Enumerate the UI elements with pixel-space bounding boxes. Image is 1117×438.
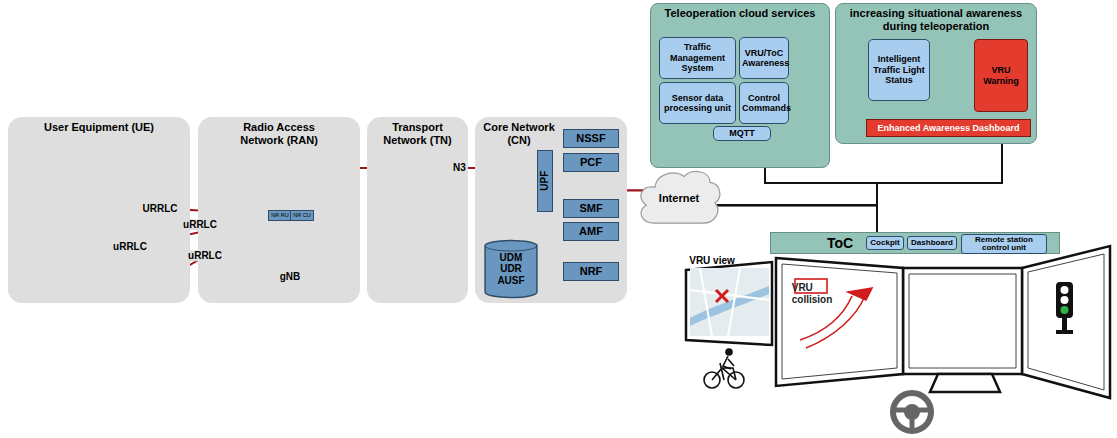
node-label: UPF [539, 171, 551, 191]
node-label: Intelligent Traffic Light Status [871, 54, 927, 85]
monitor-screen [1022, 246, 1110, 398]
collision-graphic [848, 288, 872, 300]
station-box: Cockpit [866, 236, 904, 250]
map-view [690, 268, 769, 336]
node-label: Transport Network (TN) [378, 121, 458, 146]
node-label: Internet [659, 192, 699, 205]
traffic-light-icon [1061, 306, 1069, 314]
monitor-screen [686, 262, 772, 345]
network-function: NSSF [563, 129, 619, 148]
node-label: Core Network (CN) [481, 121, 557, 146]
node-label: User Equipment (UE) [44, 121, 154, 134]
monitor-screen [686, 246, 1110, 398]
node-label: UDM UDR AUSF [497, 252, 524, 287]
steering-wheel [893, 393, 931, 431]
station-box: Remote station control unit [961, 234, 1047, 254]
screen-inset [782, 254, 1104, 390]
traffic-light-icon [1056, 282, 1073, 334]
traffic-light-icon [1061, 286, 1069, 294]
network-function: NR RU [268, 210, 292, 221]
network-link [709, 168, 877, 205]
service-box: VRU/ToC Awareness [739, 37, 789, 79]
collision-graphic [806, 298, 864, 348]
node-label: Teleoperation cloud services [665, 7, 816, 20]
service-panel: Traffic Management System VRU/ToC Awarene… [650, 3, 830, 168]
node-label: PCF [580, 156, 602, 169]
network-function: AMF [563, 222, 619, 241]
node-label: Cockpit [870, 239, 899, 247]
cylinder-body [485, 241, 537, 298]
steering-wheel [893, 393, 931, 431]
cyclist-icon [723, 356, 734, 369]
node-label: NR RU [271, 212, 288, 218]
warning-box: VRU Warning [974, 39, 1028, 112]
service-panel: Intelligent Traffic Light Status VRU Warn… [835, 3, 1037, 144]
node-label: SMF [579, 202, 602, 215]
station-bar: Cockpit Dashboard Remote station control u… [770, 232, 1060, 254]
steering-wheel [907, 407, 917, 417]
cyclist-icon [704, 349, 744, 388]
database-cylinder: UDM UDR AUSF [484, 240, 538, 298]
link-label: uRRLC [181, 219, 219, 231]
collision-label: VRU collision [790, 282, 835, 305]
cylinder-rim [485, 246, 537, 251]
monitor-screen [776, 258, 903, 386]
network-function: PCF [563, 153, 619, 172]
domain-panel: UPF NSSF PCF SMF AMF UDM UDR AUSF NRF Core Netw… [475, 117, 627, 303]
link-label: uRRLC [186, 250, 224, 262]
node-label: MQTT [729, 128, 755, 138]
service-box: Sensor data processing unit [659, 82, 736, 124]
traffic-light-icon [1056, 282, 1073, 318]
broker-box: MQTT [713, 126, 771, 141]
node-label: NRF [580, 265, 603, 278]
network-function: NR CU [290, 210, 314, 221]
screen-inset [1028, 254, 1104, 390]
node-label: Traffic Management System [663, 42, 733, 73]
domain-panel: NR RU NR CU Radio Access Network (RAN) [198, 117, 360, 303]
traffic-light-icon [1062, 318, 1067, 331]
antenna-label: gNB [278, 271, 303, 283]
node-label: Radio Access Network (RAN) [224, 121, 334, 146]
node-label: AMF [579, 225, 603, 238]
network-link [709, 205, 877, 232]
network-function: SMF [563, 199, 619, 218]
network-function: NRF [563, 262, 619, 281]
service-box: Control Commands [739, 82, 789, 124]
map-view [690, 268, 769, 336]
screen-inset [782, 264, 897, 379]
monitor-screen [903, 268, 1022, 374]
service-box: Traffic Management System [659, 37, 736, 79]
cyclist-icon [726, 349, 732, 355]
node-label: ToC [827, 235, 853, 251]
node-label: increasing situational awareness during … [838, 7, 1034, 32]
cloud-body [641, 171, 720, 223]
node-label: Enhanced Awareness Dashboard [877, 123, 1019, 133]
node-label: NR CU [293, 212, 310, 218]
node-label: VRU/ToC Awareness [742, 48, 786, 69]
map-view [716, 290, 728, 302]
node-label: NSSF [576, 132, 605, 145]
internet-cloud: Internet [636, 168, 722, 228]
network-function: UPF [537, 150, 553, 212]
traffic-light-icon [1061, 296, 1069, 304]
station-box: Dashboard [907, 236, 957, 250]
node-label: Sensor data processing unit [663, 93, 733, 114]
node-label: Remote station control unit [964, 236, 1044, 253]
view-label: VRU view [687, 255, 737, 267]
node-label: VRU Warning [977, 65, 1025, 86]
map-view [690, 268, 769, 336]
monitor-screen [930, 374, 1000, 392]
screen-inset [909, 274, 1016, 368]
dashboard-bar: Enhanced Awareness Dashboard [866, 119, 1031, 137]
interface-label: N3 [451, 162, 468, 174]
service-box: Intelligent Traffic Light Status [868, 39, 930, 101]
node-label: Dashboard [911, 239, 953, 247]
link-label: URRLC [141, 203, 180, 215]
link-label: uRRLC [111, 241, 149, 253]
domain-panel: Transport Network (TN) [367, 117, 468, 303]
node-label: Control Commands [742, 93, 786, 114]
traffic-light-icon [1056, 330, 1073, 334]
